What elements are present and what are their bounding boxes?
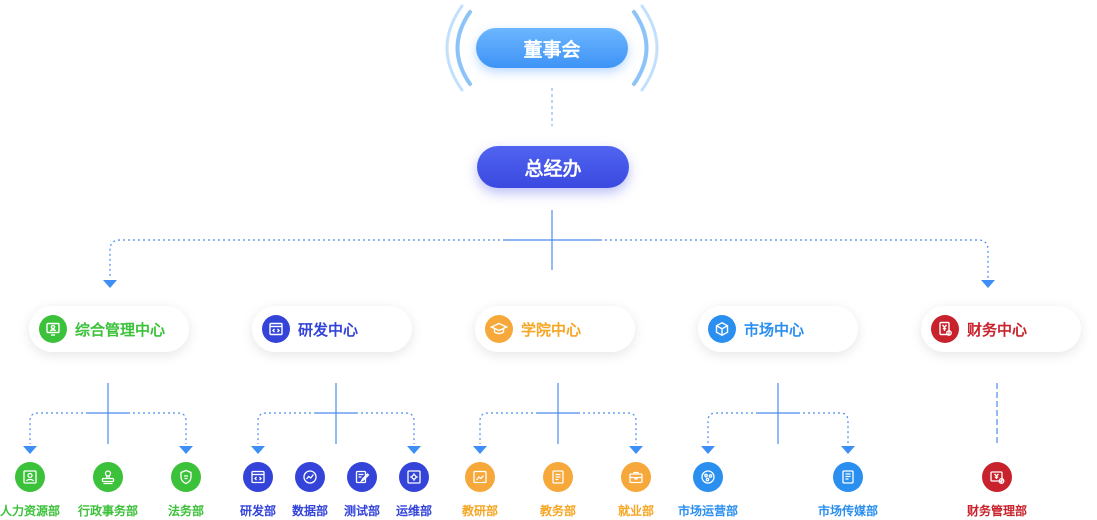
center-label: 学院中心 (521, 320, 582, 339)
dept-label: 研发部 (239, 504, 276, 518)
graduation-cap-icon (485, 315, 513, 343)
board-glow-arcs (445, 4, 659, 92)
dept-label: 法务部 (167, 504, 204, 518)
dept-academic-affairs: 教务部 (513, 462, 603, 519)
dept-market-operations: 市场运营部 (663, 462, 753, 519)
dept-label: 就业部 (617, 504, 654, 518)
dept-rnd: 研发部 (213, 462, 303, 519)
line-chart-icon (295, 462, 325, 492)
dept-label: 教研部 (461, 504, 498, 518)
center-rnd: 研发中心 (252, 306, 412, 352)
board-node: 董事会 (476, 28, 628, 68)
yuan-check-icon (982, 462, 1012, 492)
stamp-icon (93, 462, 123, 492)
dept-hr: 人力资源部 (0, 462, 75, 519)
dept-admin: 行政事务部 (63, 462, 153, 519)
dept-label: 市场运营部 (677, 504, 738, 518)
center-label: 研发中心 (298, 320, 359, 339)
dept-label: 财务管理部 (966, 504, 1027, 518)
finance-document-icon (931, 315, 959, 343)
dept-label: 行政事务部 (77, 504, 138, 518)
center-academy: 学院中心 (475, 306, 635, 352)
person-card-icon (15, 462, 45, 492)
legal-shield-icon (171, 462, 201, 492)
center-label: 财务中心 (967, 320, 1028, 339)
dept-data: 数据部 (265, 462, 355, 519)
document-icon (543, 462, 573, 492)
newspaper-icon (833, 462, 863, 492)
dept-ops: 运维部 (369, 462, 459, 519)
monitor-user-icon (39, 315, 67, 343)
dept-label: 运维部 (395, 504, 432, 518)
center-general-management: 综合管理中心 (29, 306, 189, 352)
center-label: 综合管理中心 (75, 320, 166, 339)
dept-market-media: 市场传媒部 (803, 462, 893, 519)
code-window-icon (243, 462, 273, 492)
dept-employment: 就业部 (591, 462, 681, 519)
network-circle-icon (693, 462, 723, 492)
center-label: 市场中心 (744, 320, 805, 339)
briefcase-icon (621, 462, 651, 492)
edit-note-icon (347, 462, 377, 492)
center-finance: 财务中心 (921, 306, 1081, 352)
dept-teaching-research: 教研部 (435, 462, 525, 519)
dept-legal: 法务部 (141, 462, 231, 519)
settings-screen-icon (399, 462, 429, 492)
dept-label: 市场传媒部 (817, 504, 878, 518)
dept-testing: 测试部 (317, 462, 407, 519)
dept-label: 测试部 (343, 504, 380, 518)
dept-finance-management: 财务管理部 (952, 462, 1042, 519)
chart-board-icon (465, 462, 495, 492)
ceo-office-node: 总经办 (477, 146, 629, 188)
code-window-icon (262, 315, 290, 343)
cube-icon (708, 315, 736, 343)
center-marketing: 市场中心 (698, 306, 858, 352)
dept-label: 教务部 (539, 504, 576, 518)
dept-label: 人力资源部 (0, 504, 60, 518)
dept-label: 数据部 (291, 504, 328, 518)
